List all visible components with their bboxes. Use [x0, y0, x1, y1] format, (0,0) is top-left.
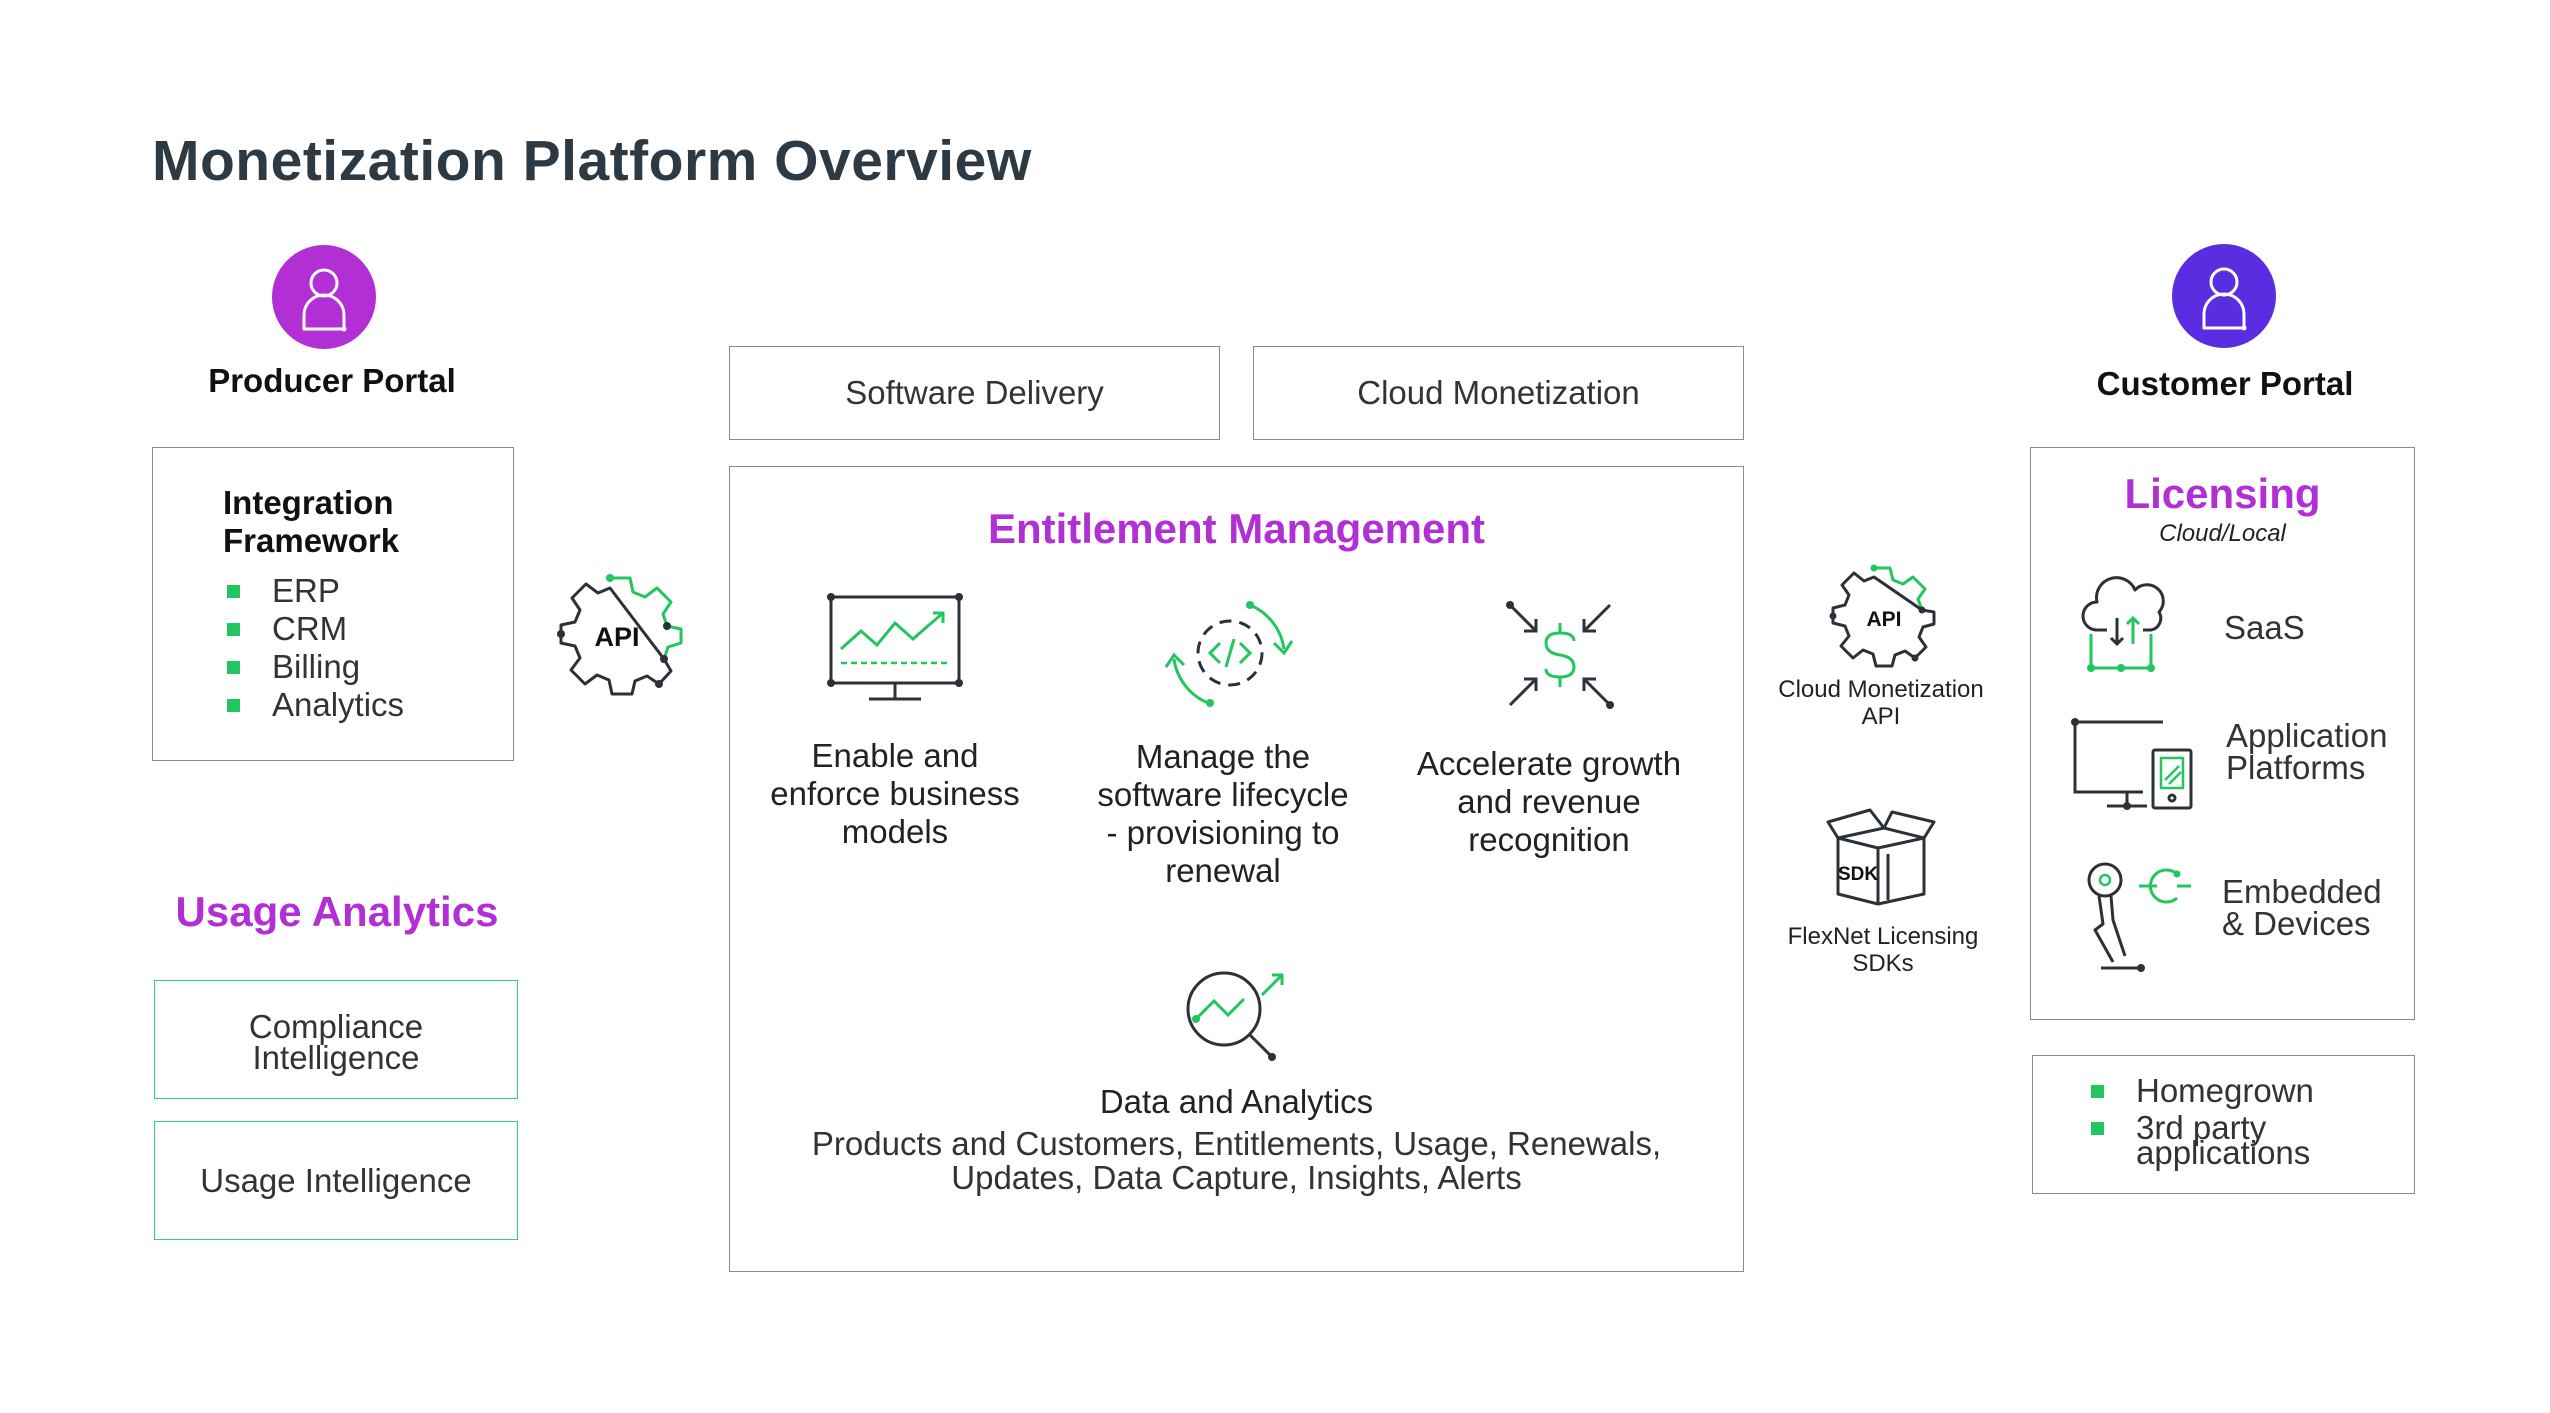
compliance-label-line2: Intelligence	[252, 1039, 420, 1076]
customer-avatar[interactable]	[2172, 244, 2276, 348]
analytics-magnifier-icon	[1186, 971, 1284, 1061]
usage-intelligence-box[interactable]: Usage Intelligence	[154, 1121, 518, 1240]
flexnet-sdks-label: FlexNet Licensing SDKs	[1787, 923, 1979, 977]
usage-analytics-title: Usage Analytics	[175, 888, 499, 935]
list-item: Homegrown	[2091, 1072, 2314, 1110]
list-item: 3rd party	[2091, 1110, 2314, 1146]
entitlement-management-panel: Entitlement Management	[729, 466, 1744, 1272]
user-icon	[2202, 267, 2247, 331]
integration-framework-box: Integration Framework ERP CRM Billing An…	[152, 447, 514, 761]
compliance-intelligence-box[interactable]: Compliance Intelligence	[154, 980, 518, 1099]
tab-cloud-monetization[interactable]: Cloud Monetization	[1253, 346, 1744, 440]
list-item: ERP	[227, 572, 404, 610]
applications-item-continuation: applications	[2136, 1134, 2311, 1171]
feature-business-models: Enable and enforce business models	[770, 737, 1020, 850]
feature-growth-revenue: Accelerate growth and revenue recognitio…	[1416, 745, 1682, 858]
page-title: Monetization Platform Overview	[152, 129, 1032, 193]
licensing-title: Licensing	[2124, 470, 2321, 517]
list-item: Billing	[227, 648, 404, 686]
feature-lifecycle: Manage the software lifecycle - provisio…	[1097, 738, 1349, 889]
data-analytics-description: Products and Customers, Entitlements, Us…	[811, 1125, 1662, 1196]
cloud-sync-icon	[2081, 576, 2165, 672]
robot-arm-icon	[2087, 862, 2191, 972]
api-gear-icon: API	[557, 574, 683, 696]
integration-list: ERP CRM Billing Analytics	[227, 572, 404, 724]
entitlement-title: Entitlement Management	[987, 505, 1486, 552]
sdk-icon-text: SDK	[1838, 864, 1878, 885]
cloud-monetization-api-label: Cloud Monetization API	[1778, 676, 1984, 730]
licensing-item-application-platforms: Application Platforms	[2226, 717, 2388, 786]
integration-title: Integration Framework	[223, 484, 400, 559]
customer-portal-label[interactable]: Customer Portal	[2096, 365, 2354, 402]
dollar-converge-icon	[1506, 601, 1614, 709]
compliance-label-line1: Compliance	[248, 1008, 424, 1045]
list-item: CRM	[227, 610, 404, 648]
devices-icon	[2071, 718, 2193, 810]
usage-intelligence-label: Usage Intelligence	[200, 1161, 472, 1199]
data-analytics-title: Data and Analytics	[1099, 1083, 1374, 1120]
api-gear-label: API	[594, 622, 639, 652]
licensing-item-saas: SaaS	[2224, 609, 2305, 646]
sdk-box-icon: SDK	[1826, 808, 1936, 906]
list-item: Analytics	[227, 686, 404, 724]
producer-portal-label[interactable]: Producer Portal	[208, 362, 456, 399]
licensing-item-embedded-devices: Embedded & Devices	[2222, 873, 2382, 942]
cloud-api-gear-icon: API	[1829, 564, 1936, 668]
applications-box: Homegrown 3rd party applications	[2032, 1055, 2415, 1194]
cloud-api-icon-text: API	[1866, 608, 1901, 631]
user-icon	[302, 268, 347, 332]
monitor-chart-icon	[827, 593, 963, 701]
applications-list: Homegrown 3rd party	[2091, 1072, 2314, 1146]
licensing-box: Licensing Cloud/Local SaaS Application P…	[2030, 447, 2415, 1020]
lifecycle-code-icon	[1164, 601, 1294, 707]
producer-avatar[interactable]	[272, 245, 376, 349]
tab-software-delivery[interactable]: Software Delivery	[729, 346, 1220, 440]
licensing-subtitle: Cloud/Local	[2159, 520, 2286, 547]
